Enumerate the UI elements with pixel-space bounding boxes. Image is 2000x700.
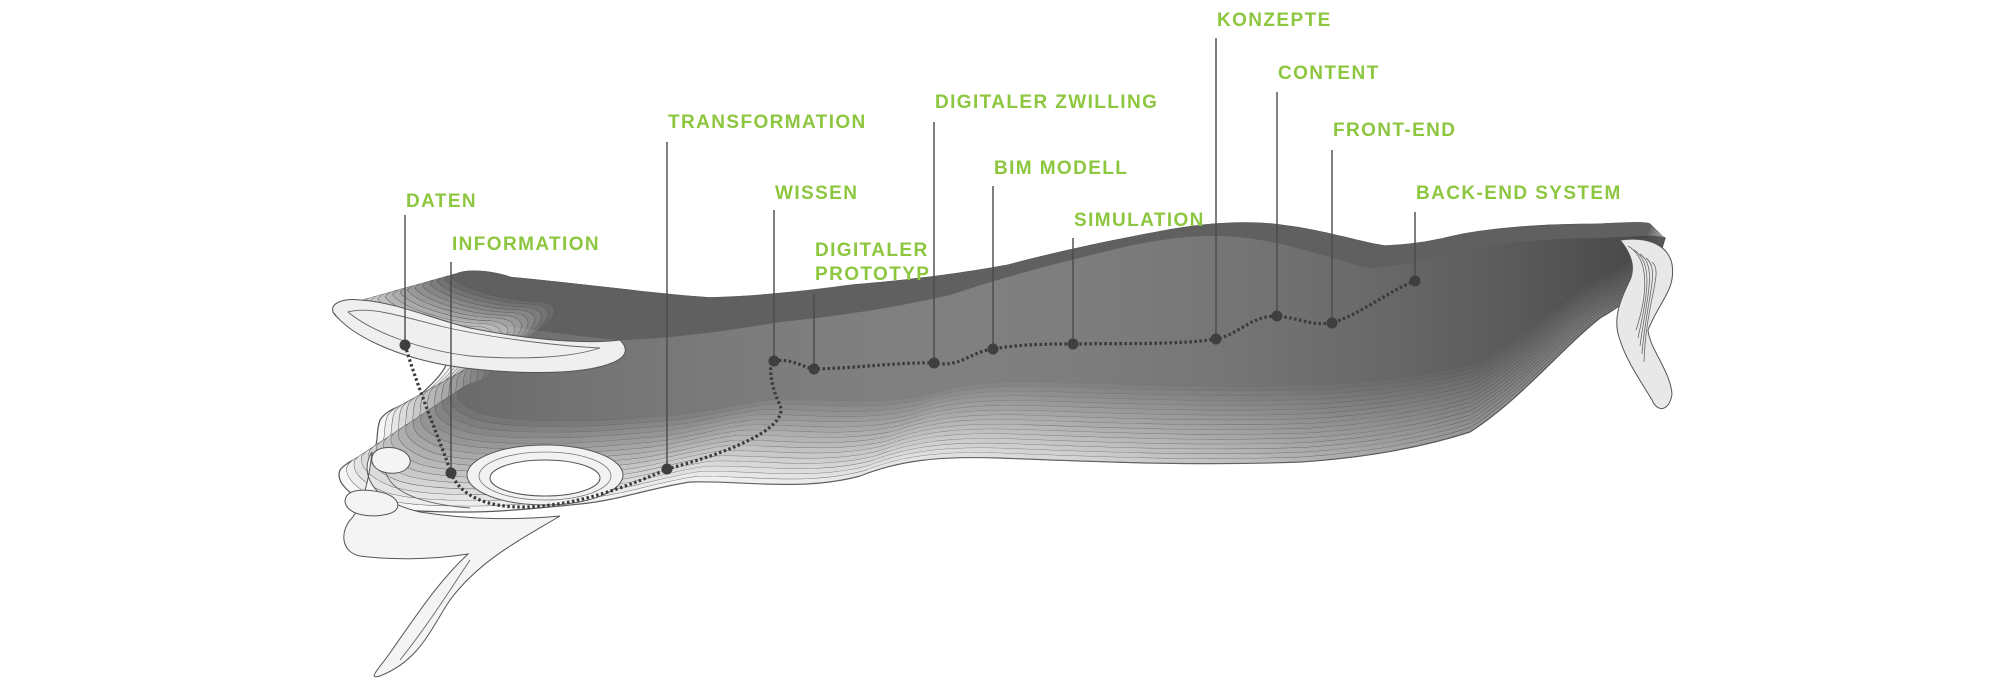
label-line-transformation-0: TRANSFORMATION — [668, 112, 867, 133]
label-line-bim-modell-0: BIM MODELL — [994, 158, 1128, 179]
label-front-end: FRONT-END — [1333, 120, 1456, 141]
label-simulation: SIMULATION — [1074, 210, 1205, 231]
label-content: CONTENT — [1278, 63, 1380, 84]
label-back-end-system: BACK-END SYSTEM — [1416, 183, 1622, 204]
node-back-end-system — [1409, 275, 1421, 287]
label-line-information-0: INFORMATION — [452, 234, 600, 255]
node-simulation — [1067, 338, 1079, 350]
label-information: INFORMATION — [452, 234, 600, 255]
label-line-simulation-0: SIMULATION — [1074, 210, 1205, 231]
label-line-back-end-system-0: BACK-END SYSTEM — [1416, 183, 1622, 204]
station-nodes — [399, 275, 1421, 479]
label-bim-modell: BIM MODELL — [994, 158, 1128, 179]
label-line-digitaler-prototyp-1: PROTOTYP — [815, 264, 930, 285]
node-transformation — [661, 463, 673, 475]
label-line-front-end-0: FRONT-END — [1333, 120, 1456, 141]
node-content — [1271, 310, 1283, 322]
node-bim-modell — [987, 343, 999, 355]
label-line-konzepte-0: KONZEPTE — [1217, 10, 1332, 31]
node-konzepte — [1210, 333, 1222, 345]
label-line-daten-0: DATEN — [406, 191, 477, 212]
node-front-end — [1326, 317, 1338, 329]
process-path — [403, 279, 1416, 509]
node-digitaler-zwilling — [928, 357, 940, 369]
label-line-digitaler-prototyp-0: DIGITALER — [815, 240, 929, 261]
label-line-content-0: CONTENT — [1278, 63, 1380, 84]
terrain-contours — [332, 222, 1674, 678]
node-digitaler-prototyp — [808, 363, 820, 375]
label-line-wissen-0: WISSEN — [775, 183, 858, 204]
label-konzepte: KONZEPTE — [1217, 10, 1332, 31]
label-transformation: TRANSFORMATION — [668, 112, 867, 133]
label-digitaler-zwilling: DIGITALER ZWILLING — [935, 92, 1158, 113]
node-information — [445, 467, 457, 479]
label-digitaler-prototyp: DIGITALER PROTOTYP — [815, 240, 930, 285]
node-wissen — [768, 355, 780, 367]
station-labels: DATEN INFORMATION TRANSFORMATION WISSEN DIGI… — [406, 10, 1622, 285]
node-daten — [399, 339, 411, 351]
label-line-digitaler-zwilling-0: DIGITALER ZWILLING — [935, 92, 1158, 113]
label-wissen: WISSEN — [775, 183, 858, 204]
label-daten: DATEN — [406, 191, 477, 212]
leader-lines — [404, 38, 1416, 473]
